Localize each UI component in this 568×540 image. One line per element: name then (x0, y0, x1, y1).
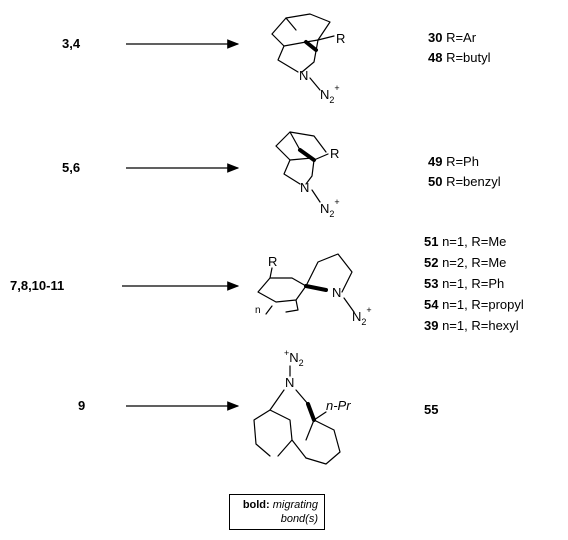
nitrogen-atom-row3: N (332, 285, 341, 300)
start-label-row2: 5,6 (62, 160, 80, 175)
product-label-52: 52 n=2, R=Me (424, 255, 506, 270)
diazonium-row3: N2+ (352, 305, 372, 327)
substituent-r-row1: R (336, 31, 345, 46)
product-label-53: 53 n=1, R=Ph (424, 276, 504, 291)
structure-row3 (257, 253, 355, 315)
legend-text-1: migrating (269, 499, 318, 511)
structure-row2 (275, 131, 329, 203)
start-label-row1: 3,4 (62, 36, 81, 51)
product-label-49: 49 R=Ph (428, 154, 479, 169)
legend-box: bold: migrating bond(s) (229, 494, 325, 530)
migrating-bond-row3 (304, 284, 328, 292)
product-label-30: 30 R=Ar (428, 30, 477, 45)
product-label-55: 55 (424, 402, 438, 417)
diazonium-row1: N2+ (320, 83, 340, 105)
legend-bold-word: bold: (242, 499, 270, 511)
structure-row4 (253, 365, 341, 465)
start-label-row4: 9 (78, 398, 85, 413)
legend-line1: bold: migrating (236, 498, 318, 512)
nitrogen-atom-row4: N (285, 375, 294, 390)
substituent-r-row2: R (330, 146, 339, 161)
product-label-48: 48 R=butyl (428, 50, 491, 65)
substituent-r-row3: R (268, 254, 277, 269)
structure-row1 (271, 13, 335, 91)
diazonium-row2: N2+ (320, 197, 340, 219)
diazonium-row4: +N2 (284, 348, 304, 368)
nitrogen-atom-row2: N (300, 180, 309, 195)
ring-index-n: n (255, 305, 261, 316)
migrating-bond-row1 (304, 40, 318, 52)
start-label-row3: 7,8,10-11 (10, 278, 64, 293)
migrating-bond-row2 (298, 148, 316, 162)
product-label-39: 39 n=1, R=hexyl (424, 318, 519, 333)
migrating-bond-row4 (306, 402, 316, 422)
legend-line2: bond(s) (236, 512, 318, 526)
substituent-npr: n-Pr (326, 398, 351, 413)
product-label-50: 50 R=benzyl (428, 174, 501, 189)
product-label-54: 54 n=1, R=propyl (424, 297, 524, 312)
product-label-51: 51 n=1, R=Me (424, 234, 506, 249)
legend-text-2: bond(s) (280, 513, 318, 525)
nitrogen-atom-row1: N (299, 68, 308, 83)
